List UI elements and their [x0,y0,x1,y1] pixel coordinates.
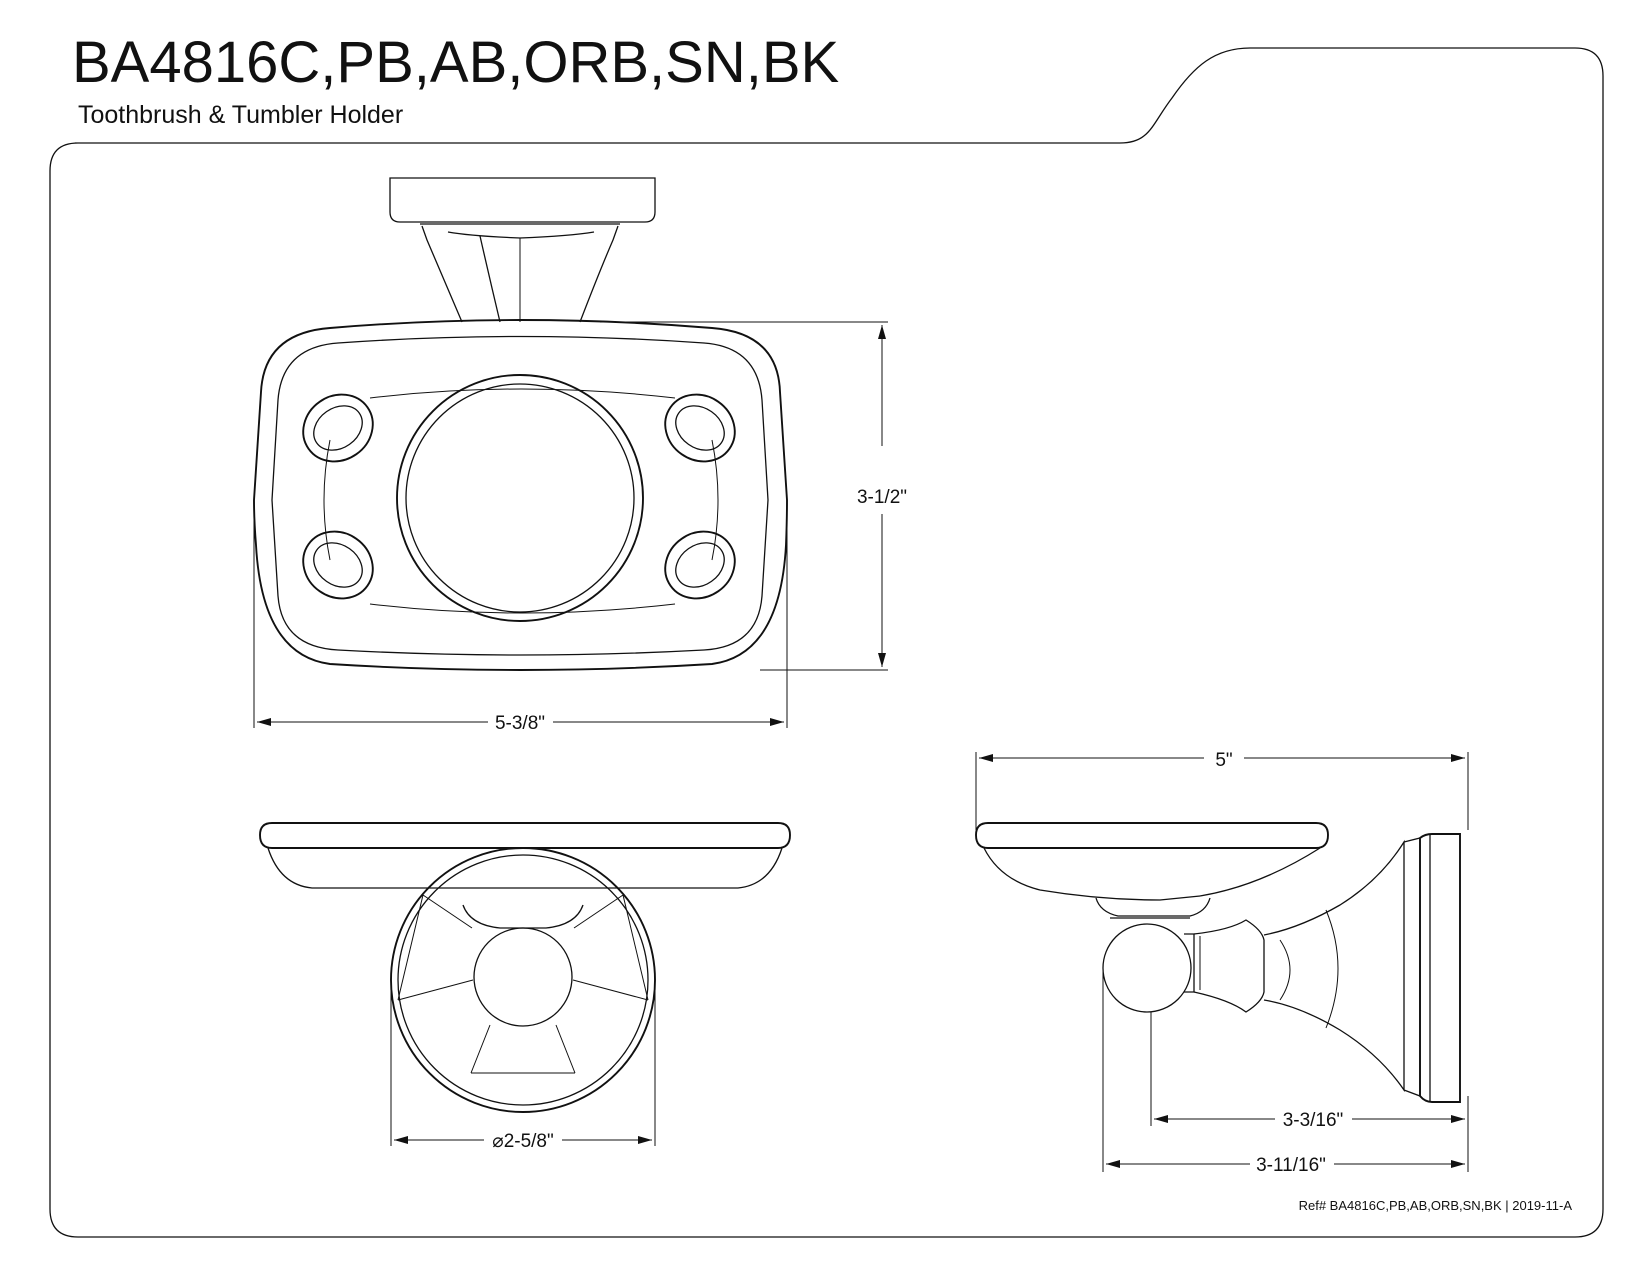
reference-footer: Ref# BA4816C,PB,AB,ORB,SN,BK | 2019-11-A [1298,1198,1572,1213]
side-view: 5" 3-3/16" 3-11/16" [975,750,1469,1176]
toothbrush-holes [302,393,736,600]
depth-dimension: 5" [1215,750,1232,771]
drawing-subtitle: Toothbrush & Tumbler Holder [78,101,404,129]
ball-projection-dimension: 3-3/16" [1283,1110,1344,1131]
drawing-title: BA4816C,PB,AB,ORB,SN,BK [72,30,840,95]
page-frame [49,47,1604,1238]
total-projection-dimension: 3-11/16" [1256,1155,1326,1176]
height-dimension: 3-1/2" [857,487,907,508]
width-dimension: 5-3/8" [495,713,545,734]
diameter-dimension: ⌀2-5/8" [492,1131,554,1152]
front-view: ⌀2-5/8" [259,822,791,1152]
top-view: 3-1/2" 5-3/8" [253,177,907,734]
